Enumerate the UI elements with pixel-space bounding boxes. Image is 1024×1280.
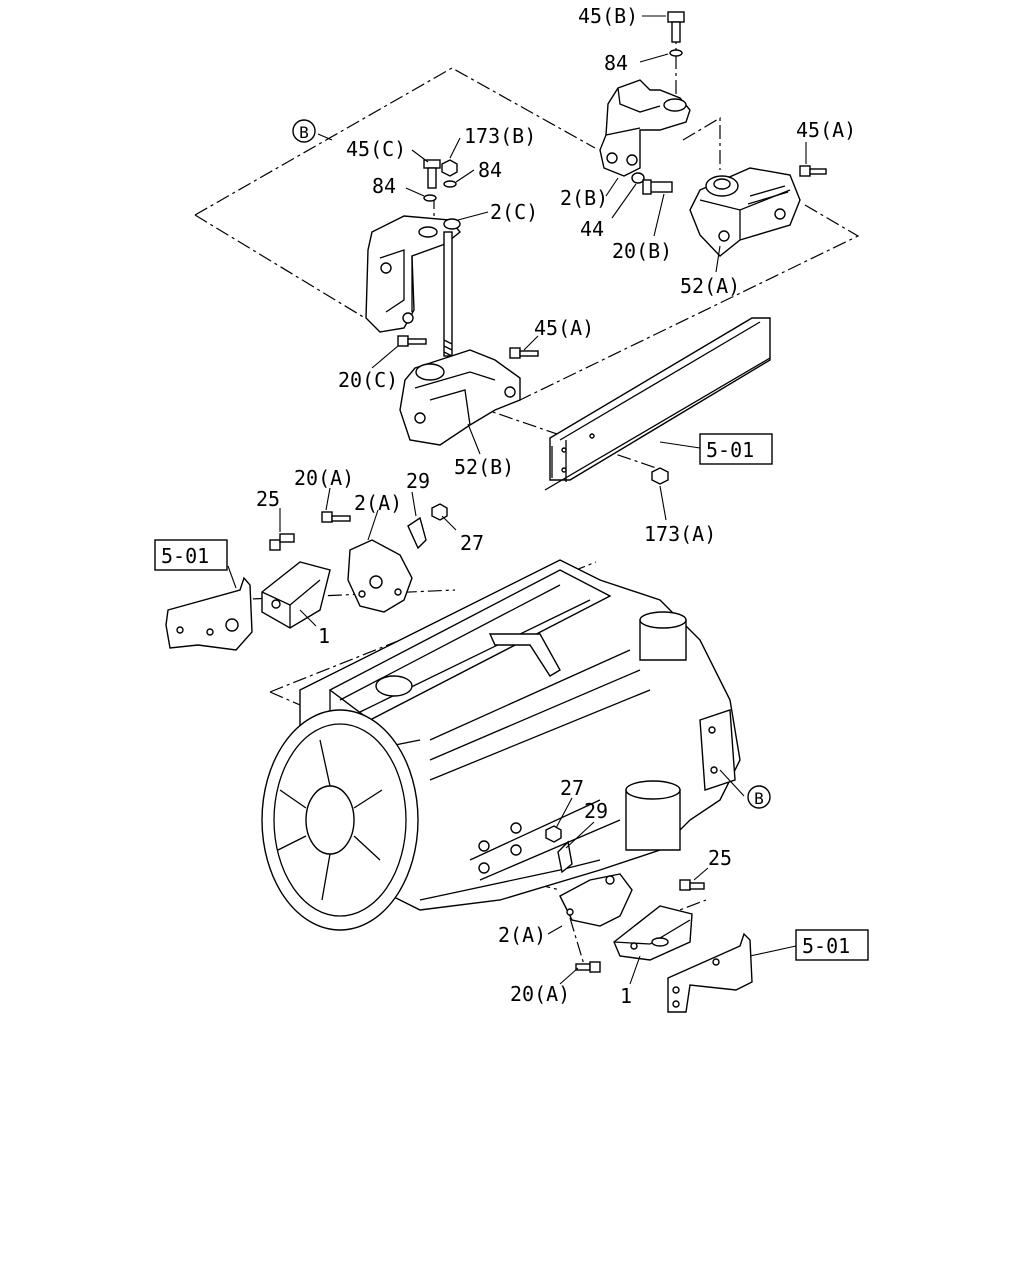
nut-173b <box>441 159 458 177</box>
bracket-2b <box>599 79 691 177</box>
bracket-2a-left <box>347 539 413 613</box>
bracket-2a-right <box>559 873 633 927</box>
callout-20a-right: 20(A) <box>510 982 570 1006</box>
callout-45a-top: 45(A) <box>796 118 856 142</box>
bolt-20a-right <box>575 961 601 973</box>
callout-2a-right: 2(A) <box>498 923 546 947</box>
bracket-5-01-left <box>165 576 253 651</box>
callout-25-right: 25 <box>708 846 732 870</box>
nut-173a <box>651 467 669 485</box>
marker-b-top: B <box>292 119 316 143</box>
bolt-25-right <box>679 879 705 891</box>
clip-29-left <box>407 516 427 550</box>
callout-84-right: 84 <box>478 158 502 182</box>
callout-44: 44 <box>580 217 604 241</box>
ref-5-01-left: 5-01 <box>161 544 209 568</box>
fan <box>261 709 419 931</box>
callout-29-left: 29 <box>406 469 430 493</box>
callout-45a-left: 45(A) <box>534 316 594 340</box>
nut-27-left <box>431 503 448 521</box>
callout-20c: 20(C) <box>338 368 398 392</box>
washer-84-left <box>423 194 437 202</box>
ref-box-right: 5-01 <box>795 929 869 961</box>
callout-173a: 173(A) <box>644 522 716 546</box>
callout-20b: 20(B) <box>612 239 672 263</box>
bracket-5-01-right <box>667 932 753 1013</box>
stud-2c <box>443 231 453 357</box>
callout-1-right: 1 <box>620 984 632 1008</box>
callout-20a-left: 20(A) <box>294 466 354 490</box>
washer-84-right <box>443 180 457 188</box>
callout-45b: 45(B) <box>578 4 638 28</box>
washer-84-top <box>669 49 683 57</box>
callout-1-left: 1 <box>318 624 330 648</box>
callout-2c: 2(C) <box>490 200 538 224</box>
callout-27-right: 27 <box>560 776 584 800</box>
ref-box-left: 5-01 <box>154 539 228 571</box>
ref-5-01-right: 5-01 <box>802 934 850 958</box>
ref-box-frame: 5-01 <box>699 433 773 465</box>
callout-25-left: 25 <box>256 487 280 511</box>
bolt-20c <box>397 335 427 347</box>
bracket-2c <box>365 215 461 333</box>
bolt-20a-left <box>321 511 351 523</box>
marker-b-engine-label: B <box>754 789 764 808</box>
leader-lines <box>227 15 807 985</box>
callout-45c: 45(C) <box>346 137 406 161</box>
bolt-25-left <box>269 533 295 551</box>
frame-rail <box>544 317 771 491</box>
callout-84-left: 84 <box>372 174 396 198</box>
callouts: 45(B) 84 45(C) 173(B) 84 84 2(C) 45(A) 2… <box>256 4 856 1008</box>
marker-b-top-label: B <box>299 123 309 142</box>
callout-2b: 2(B) <box>560 186 608 210</box>
bolt-20b <box>642 179 673 195</box>
bolt-45a-left <box>509 347 539 359</box>
callout-27-left: 27 <box>460 531 484 555</box>
callout-52a: 52(A) <box>680 274 740 298</box>
callout-2a-left: 2(A) <box>354 491 402 515</box>
mount-52a <box>689 167 801 257</box>
clip-29-right <box>557 840 573 874</box>
nut-27-right <box>545 825 562 843</box>
bolt-45c <box>423 159 441 189</box>
washer-44 <box>631 172 645 184</box>
callout-29-right: 29 <box>584 799 608 823</box>
callout-173b: 173(B) <box>464 124 536 148</box>
marker-b-engine: B <box>747 785 771 809</box>
bolt-45a-top <box>799 165 827 177</box>
mount-52b <box>399 349 521 446</box>
callout-52b: 52(B) <box>454 455 514 479</box>
mount-1-right <box>613 905 693 961</box>
mount-1-left <box>261 561 331 629</box>
bolt-45b <box>667 11 685 43</box>
callout-84-top: 84 <box>604 51 628 75</box>
ref-5-01-frame: 5-01 <box>706 438 754 462</box>
